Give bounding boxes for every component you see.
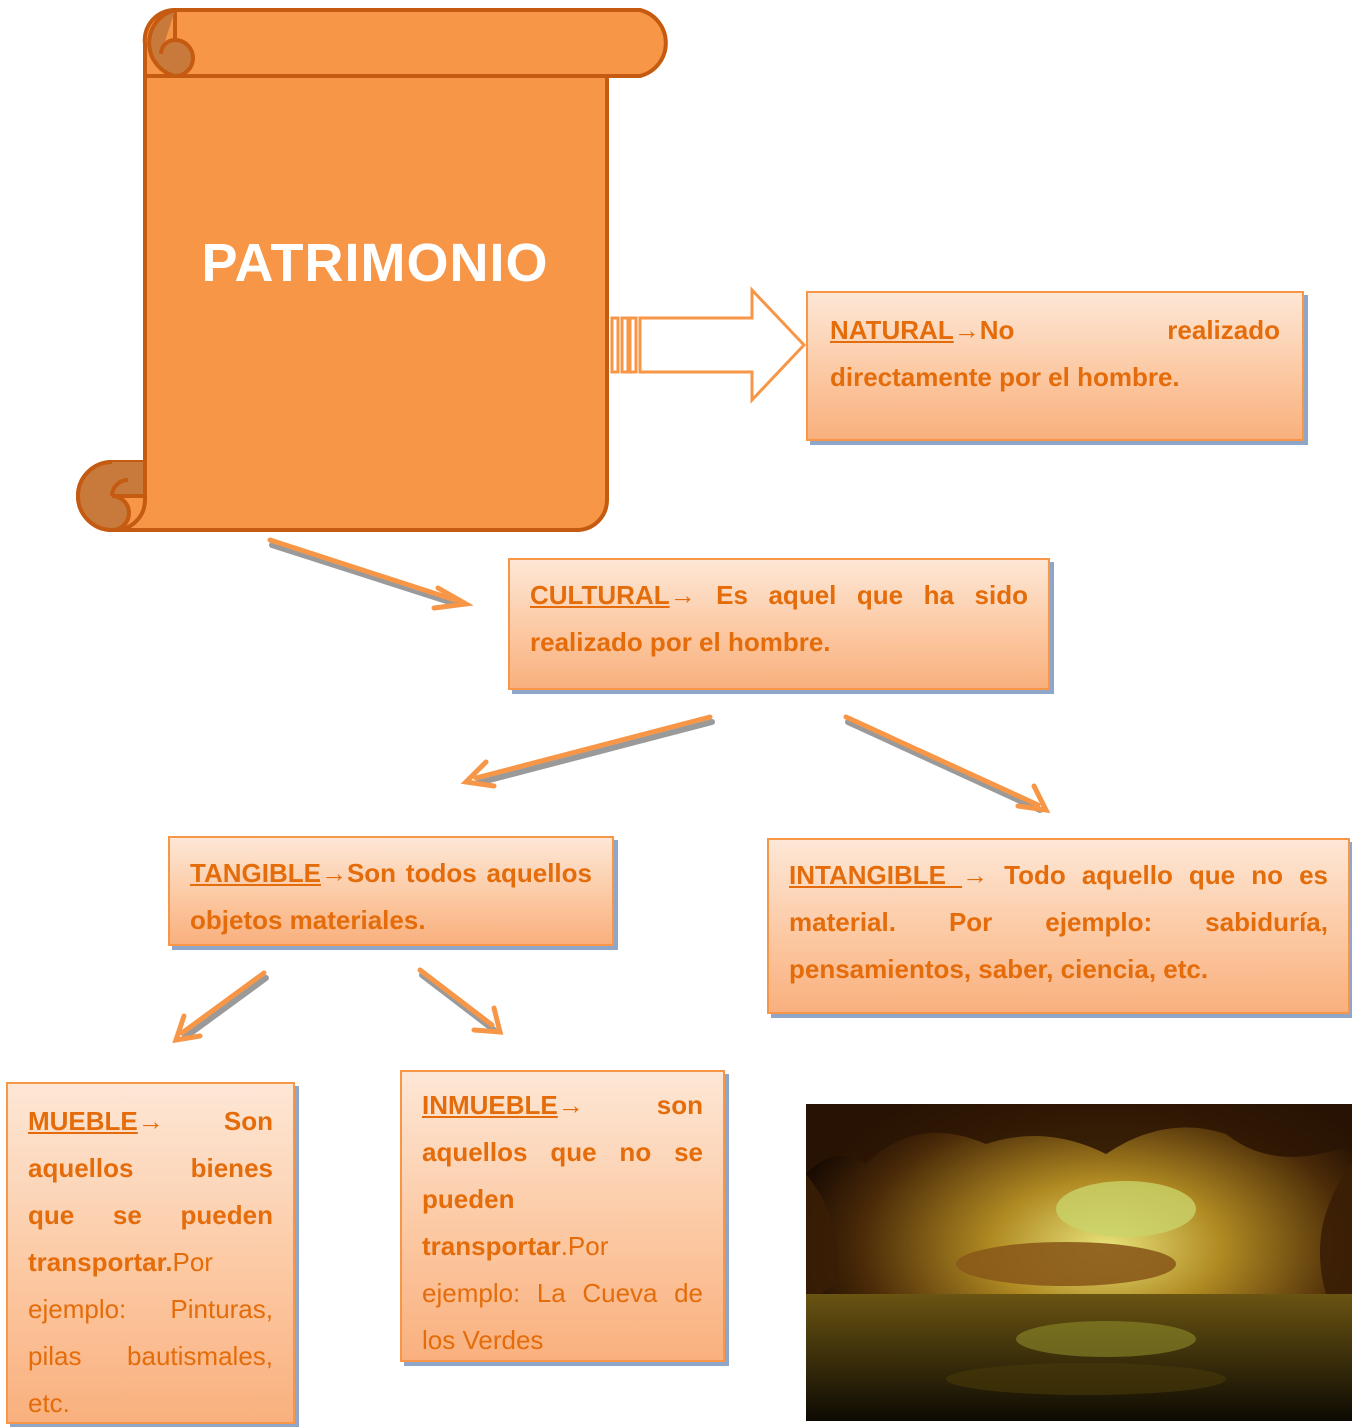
node-natural-label: NATURAL <box>830 315 954 345</box>
node-mueble-normal-text: Por ejemplo: Pinturas, pilas bautismales… <box>28 1247 273 1418</box>
node-tangible: TANGIBLE→Son todos aquellos objetos mate… <box>168 836 614 946</box>
node-inmueble-bold-text: son aquellos que no se pueden transporta… <box>422 1090 703 1261</box>
node-mueble-bold-text: Son aquellos bienes que se pueden transp… <box>28 1106 273 1277</box>
node-inmueble-label: INMUEBLE <box>422 1090 558 1120</box>
node-mueble-label: MUEBLE <box>28 1106 138 1136</box>
node-cultural-label: CULTURAL <box>530 580 670 610</box>
arrow-glyph: → <box>953 315 980 345</box>
node-intangible-text: Todo aquello que no es material. Por eje… <box>789 860 1328 984</box>
diagram-title: PATRIMONIO <box>201 233 549 293</box>
cave-lake-photo-icon <box>806 1104 1352 1421</box>
node-inmueble: INMUEBLE→ son aquellos que no se pueden … <box>400 1070 725 1362</box>
node-intangible-label: INTANGIBLE <box>789 860 963 890</box>
node-natural-text: No realizado directamente por el hombre. <box>830 315 1280 392</box>
node-mueble: MUEBLE→ Son aquellos bienes que se puede… <box>6 1082 295 1424</box>
node-tangible-text: Son todos aquellos objetos materiales. <box>190 858 592 935</box>
arrow-glyph: → <box>320 858 347 888</box>
node-inmueble-normal-text: .Por ejemplo: La Cueva de los Verdes <box>422 1231 703 1355</box>
node-tangible-label: TANGIBLE <box>190 858 321 888</box>
arrow-glyph: → <box>137 1106 164 1136</box>
block-arrow-natural <box>610 286 807 404</box>
connector-arrows <box>172 537 1051 1044</box>
arrow-glyph: → <box>557 1090 584 1120</box>
node-cultural: CULTURAL→ Es aquel que ha sido realizado… <box>508 558 1050 690</box>
node-natural: NATURAL→No realizado directamente por el… <box>806 291 1304 441</box>
arrow-glyph: → <box>962 860 989 890</box>
cave-photo <box>806 1104 1352 1421</box>
node-intangible: INTANGIBLE → Todo aquello que no es mate… <box>767 838 1350 1014</box>
arrow-glyph: → <box>669 580 696 610</box>
node-cultural-text: Es aquel que ha sido realizado por el ho… <box>530 580 1028 657</box>
